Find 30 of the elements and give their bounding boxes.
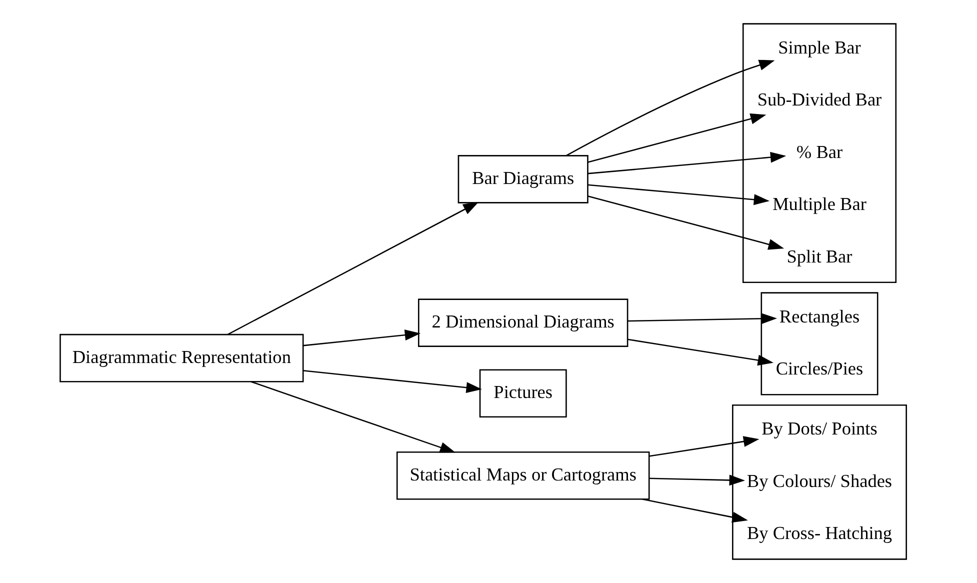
arrow <box>642 498 748 523</box>
node-text: Split Bar <box>786 246 852 266</box>
node-box: Diagrammatic Representation <box>60 334 304 382</box>
node-text: By Cross- Hatching <box>746 523 892 544</box>
node-text: Rectangles <box>779 306 860 326</box>
arrow <box>566 60 775 156</box>
node-text: Simple Bar <box>778 37 861 58</box>
arrow <box>649 436 760 457</box>
node-text: % Bar <box>796 142 843 162</box>
arrow <box>303 370 482 394</box>
node-box: Bar Diagrams <box>458 155 588 204</box>
cluster <box>742 23 897 284</box>
arrow <box>627 338 774 366</box>
arrow <box>588 152 786 174</box>
node-box: 2 Dimensional Diagrams <box>418 298 628 347</box>
arrow <box>649 474 746 486</box>
node-box: Pictures <box>479 369 567 418</box>
arrow <box>588 184 770 206</box>
arrow <box>303 330 421 346</box>
node-text: By Dots/ Points <box>762 418 878 439</box>
node-text: By Colours/ Shades <box>746 470 892 491</box>
node-text: Sub-Divided Bar <box>757 90 882 110</box>
arrow <box>628 313 777 324</box>
node-box: Statistical Maps or Cartograms <box>396 451 650 500</box>
arrow <box>250 381 456 453</box>
node-text: Circles/Pies <box>776 358 864 379</box>
node-text: Multiple Bar <box>772 194 866 214</box>
arrow <box>227 202 479 336</box>
arrow <box>588 113 766 163</box>
arrow <box>588 195 784 250</box>
